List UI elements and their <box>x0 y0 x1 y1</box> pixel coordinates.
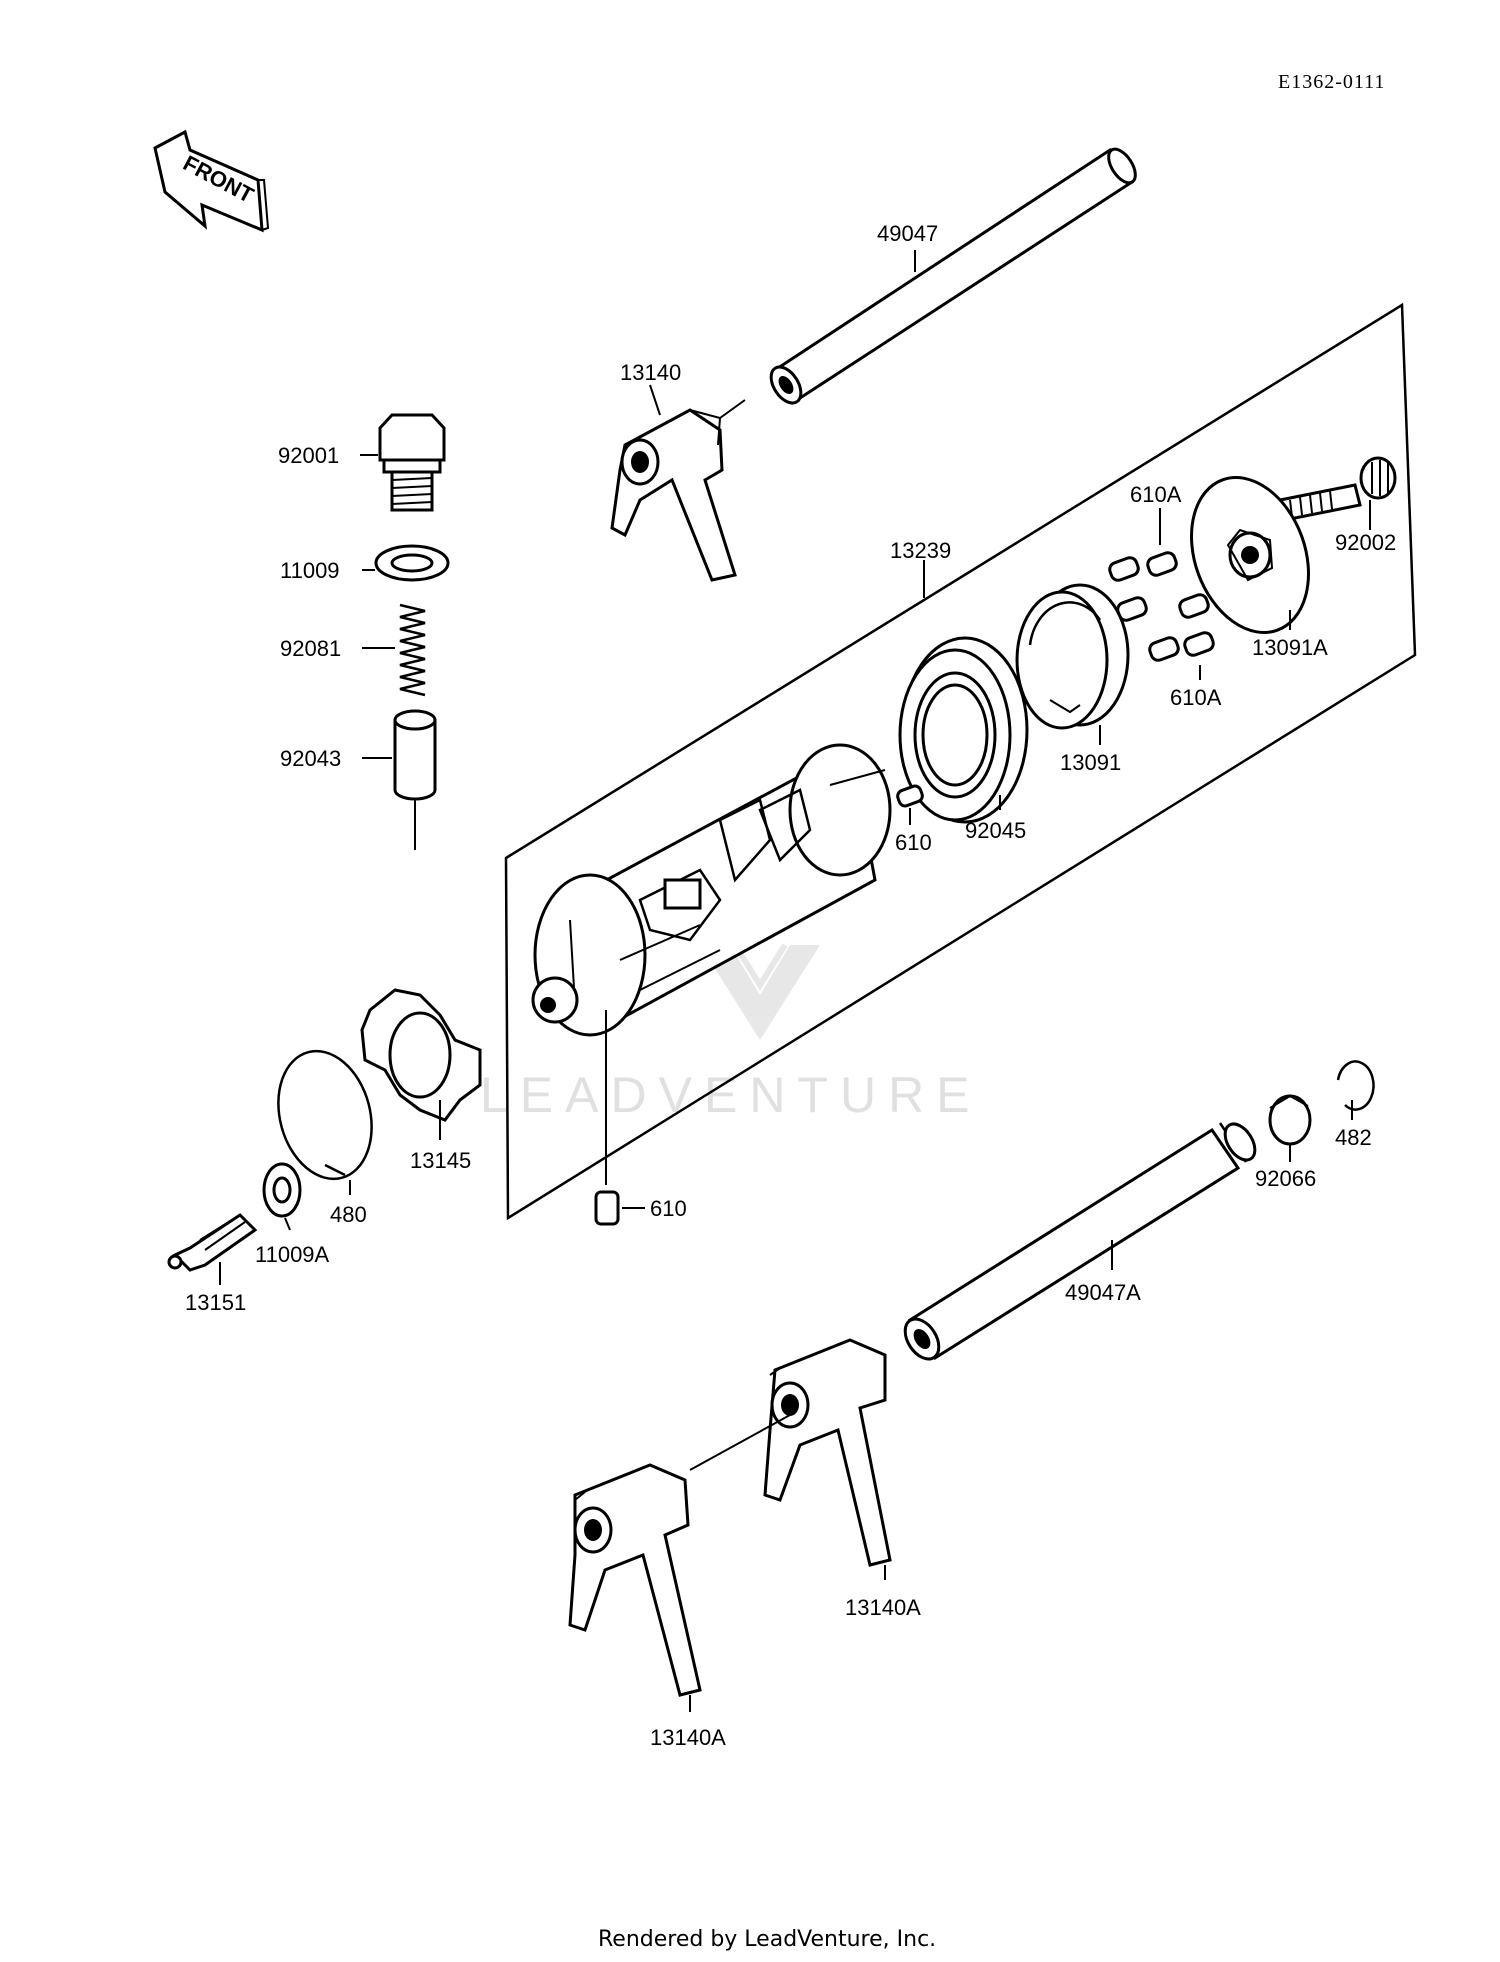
shaft-49047 <box>769 147 1137 405</box>
label-92043: 92043 <box>280 746 341 771</box>
e-clip-482 <box>1336 1060 1375 1111</box>
label-482: 482 <box>1335 1125 1372 1150</box>
label-13091A: 13091A <box>1252 635 1328 660</box>
dowel-pins-610A-bottom <box>1148 631 1215 662</box>
label-13239: 13239 <box>890 538 951 563</box>
shaft-49047A <box>903 1122 1257 1361</box>
label-610A-bottom: 610A <box>1170 685 1222 710</box>
label-13151: 13151 <box>185 1290 246 1315</box>
shift-fork-13140A-right <box>763 1338 892 1567</box>
star-cam-13145 <box>360 988 482 1122</box>
label-92045: 92045 <box>965 818 1026 843</box>
washer-11009 <box>374 544 450 582</box>
label-49047A: 49047A <box>1065 1280 1141 1305</box>
leader-11009A <box>284 1217 291 1231</box>
label-610-low: 610 <box>650 1196 687 1221</box>
label-13140A-right: 13140A <box>845 1595 921 1620</box>
label-13140: 13140 <box>620 360 681 385</box>
label-92001: 92001 <box>278 443 339 468</box>
label-480: 480 <box>330 1202 367 1227</box>
label-49047: 49047 <box>877 221 938 246</box>
washer-11009A <box>262 1162 302 1218</box>
switch-13151 <box>167 1213 258 1272</box>
label-13145: 13145 <box>410 1148 471 1173</box>
axis-drum-right <box>829 769 886 786</box>
label-610A-top: 610A <box>1130 482 1182 507</box>
label-11009: 11009 <box>280 558 340 583</box>
dowel-pin-610-low <box>594 1190 620 1226</box>
spring-92081 <box>399 603 426 697</box>
dowel-pins-610A-top <box>1108 551 1210 622</box>
label-92002: 92002 <box>1335 530 1396 555</box>
leader-13140 <box>649 384 661 416</box>
shift-drum <box>531 743 892 1037</box>
shift-fork-13140A-left <box>568 1463 702 1697</box>
axis-13140 <box>719 399 746 419</box>
cam-13091 <box>1015 583 1130 730</box>
plate-13091A <box>1190 476 1310 634</box>
dowel-pin-610-mid <box>896 784 924 808</box>
label-92066: 92066 <box>1255 1166 1316 1191</box>
front-arrow-icon: FRONT <box>153 129 270 233</box>
bolt-92002 <box>1278 456 1397 522</box>
label-13091: 13091 <box>1060 750 1121 775</box>
axis-13140A <box>689 1414 791 1471</box>
collar-92066 <box>1268 1094 1312 1146</box>
plug-92001 <box>378 413 446 512</box>
drawing-id: E1362-0111 <box>1278 71 1385 93</box>
assembly-box-13239 <box>504 302 1417 1221</box>
pin-92043 <box>393 709 437 801</box>
label-11009A: 11009A <box>255 1242 330 1267</box>
footer-credit: Rendered by LeadVenture, Inc. <box>598 1927 936 1952</box>
label-13140A-left: 13140A <box>650 1725 726 1750</box>
bearing-92045 <box>898 636 1029 824</box>
label-610-mid: 610 <box>895 830 932 855</box>
watermark-text: LEADVENTURE <box>480 1067 982 1123</box>
label-92081: 92081 <box>280 636 341 661</box>
circlip-480 <box>277 1049 373 1181</box>
shift-fork-13140 <box>610 408 737 582</box>
